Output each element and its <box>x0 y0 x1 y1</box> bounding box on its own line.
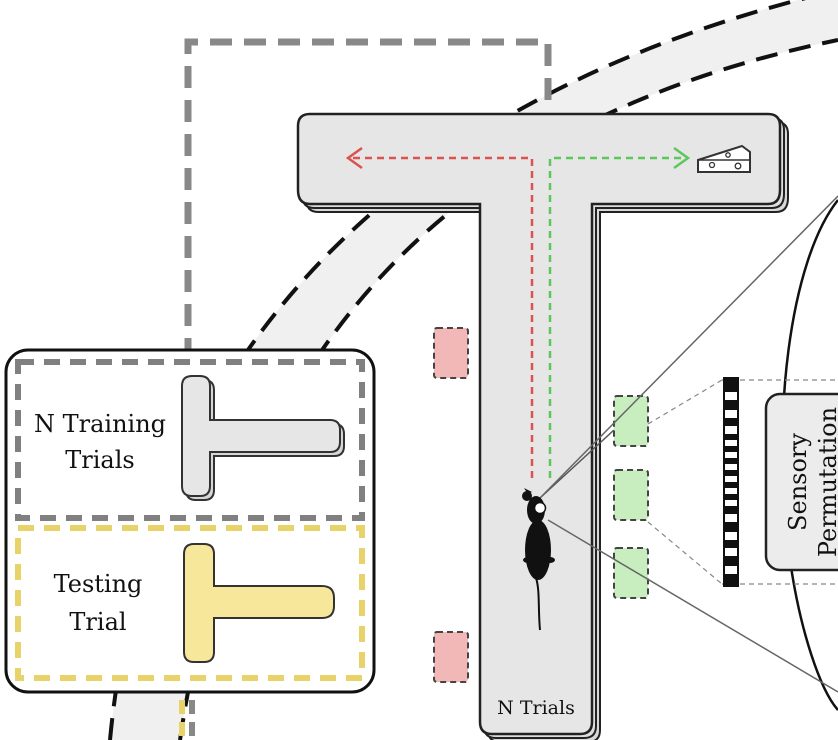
training-dashed-region <box>15 359 365 521</box>
legend-panel: N Training Trials Testing Trial <box>4 348 376 694</box>
testing-dashed-region <box>15 525 365 681</box>
sensory-permutation-box <box>764 392 838 572</box>
legend-tail-dashes <box>179 700 195 740</box>
training-mini-maze <box>181 375 345 501</box>
mouse-icon <box>522 488 555 631</box>
sensor-connector-lines <box>539 195 838 693</box>
projection-lines <box>647 379 838 585</box>
maze-trials-label: N Trials <box>497 697 575 719</box>
green-sensor-3 <box>613 547 649 599</box>
left-path-arrow <box>345 146 534 478</box>
training-label-line1: N Training <box>34 410 166 438</box>
training-region-outline <box>184 38 552 360</box>
testing-label-line1: Testing <box>54 570 143 598</box>
sensory-barcode <box>723 377 739 587</box>
green-sensor-2 <box>613 469 649 521</box>
green-sensor-1 <box>613 395 649 447</box>
sensory-label-line1: Sensory <box>784 433 812 531</box>
training-label-line2: Trials <box>65 446 134 474</box>
sensory-label-line2: Permutation <box>814 407 838 557</box>
cheese-icon <box>697 144 751 173</box>
red-sensor-top <box>433 327 469 379</box>
right-path-arrow <box>548 146 691 478</box>
t-maze <box>296 112 789 740</box>
testing-label-line2: Trial <box>69 608 126 636</box>
red-sensor-bottom <box>433 631 469 683</box>
testing-mini-maze <box>183 543 335 663</box>
